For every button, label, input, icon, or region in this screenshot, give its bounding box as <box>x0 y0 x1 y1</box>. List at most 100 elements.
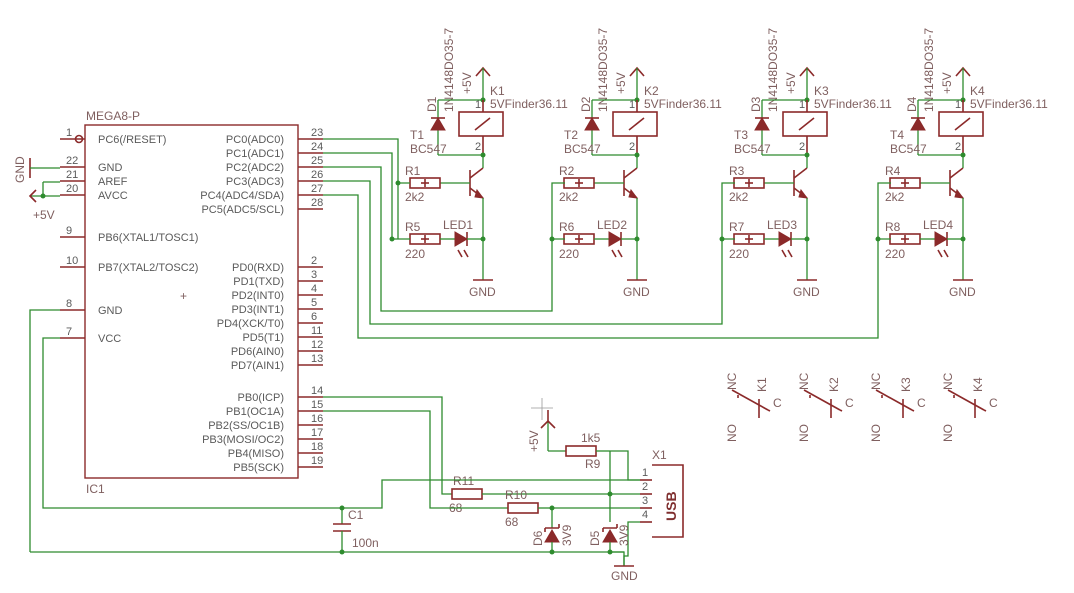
ic1-pin-num: 5 <box>311 297 317 309</box>
ic1-pin-label: PC5(ADC5/SCL) <box>201 204 284 216</box>
ic1-pin-label: GND <box>98 305 123 317</box>
ic1-pin-label: PD3(INT1) <box>231 304 284 316</box>
usb-pin-4: 4 <box>642 509 648 521</box>
vcc-label: +5V <box>614 72 628 94</box>
contact-switch <box>803 389 841 411</box>
ic1-pin-num: 10 <box>66 255 78 267</box>
relay-pin-1: 1 <box>629 99 635 111</box>
ic1-name: IC1 <box>86 482 105 496</box>
contact-switch <box>875 389 913 411</box>
ic1-value: MEGA8-P <box>86 109 140 123</box>
relay-name: K2 <box>644 84 659 98</box>
diode-name: D1 <box>425 96 439 112</box>
ic1-pin-num: 9 <box>66 225 72 237</box>
relay-pin-1: 1 <box>799 99 805 111</box>
c1-capacitor <box>333 523 351 532</box>
ic1-pin-num: 18 <box>311 441 323 453</box>
relay-value: 5VFinder36.11 <box>490 97 568 111</box>
ic1-pin-num: 13 <box>311 353 323 365</box>
led <box>608 231 622 247</box>
ic1-mega8: MEGA8-P IC1 + 1PC6(/RESET)22GND21AREF20A… <box>60 109 323 496</box>
usb-pin-1: 1 <box>642 467 648 479</box>
c1-name: C1 <box>348 508 364 522</box>
contact-no: NO <box>797 424 811 442</box>
contact-nc: NC <box>941 372 955 390</box>
transistor-value: BC547 <box>410 142 447 156</box>
r9-resistor <box>565 445 597 457</box>
vcc-label-left: +5V <box>33 208 55 222</box>
r10-value: 68 <box>505 515 519 529</box>
relay-coil <box>938 111 984 137</box>
diode-value: 1N4148DO35-7 <box>442 28 456 112</box>
ic1-pin-label: PC1(ADC1) <box>226 148 284 160</box>
relay-coil <box>782 111 828 137</box>
d6-value: 3V9 <box>560 524 574 546</box>
base-resistor-name: R4 <box>885 164 901 178</box>
d5-name: D5 <box>588 530 602 546</box>
ic1-pin-label: PB0(ICP) <box>238 392 284 404</box>
diode-name: D3 <box>749 96 763 112</box>
ic1-pin-label: AREF <box>98 176 128 188</box>
wire-pc3-ch4 <box>323 194 891 339</box>
base-resistor-value: 2k2 <box>729 190 749 204</box>
led-name: LED1 <box>443 218 473 232</box>
vcc-label-usb: +5V <box>527 430 541 452</box>
led-name: LED3 <box>767 218 797 232</box>
diode-value: 1N4148DO35-7 <box>596 28 610 112</box>
diode-name: D2 <box>579 96 593 112</box>
ic1-pin-num: 27 <box>311 183 323 195</box>
contact-c: C <box>917 396 926 410</box>
ic1-pin-num: 15 <box>311 399 323 411</box>
ic1-pin-label: AVCC <box>98 190 128 202</box>
d5-value: 3V9 <box>617 524 631 546</box>
r10-name: R10 <box>505 488 527 502</box>
r11-resistor <box>451 488 483 500</box>
ic1-pin-label: PD4(XCK/T0) <box>217 318 284 330</box>
ic1-supply-left: GND +5V <box>13 156 60 222</box>
relay-pin-1: 1 <box>955 99 961 111</box>
flyback-diode <box>754 117 770 131</box>
diode-value: 1N4148DO35-7 <box>766 28 780 112</box>
led-resistor-value: 220 <box>405 247 425 261</box>
ic1-to-channel-wiring <box>323 138 891 339</box>
d6-zener <box>544 529 560 543</box>
contact-c: C <box>845 396 854 410</box>
r11-name: R11 <box>453 474 474 488</box>
ic1-right-pins: 23PC0(ADC0)24PC1(ADC1)25PC2(ADC2)26PC3(A… <box>200 127 323 474</box>
relay-name: K4 <box>970 84 985 98</box>
ic1-pin-num: 12 <box>311 339 323 351</box>
contact-name: K1 <box>755 377 769 392</box>
usb-connector-body <box>652 464 684 538</box>
ic1-pin-num: 25 <box>311 155 323 167</box>
relay-pin-2: 2 <box>629 141 635 153</box>
relay-coil <box>458 111 504 137</box>
contact-no: NO <box>869 424 883 442</box>
base-resistor-name: R2 <box>559 164 575 178</box>
d6-name: D6 <box>531 530 545 546</box>
relay-coil <box>612 111 658 137</box>
contact-switch <box>731 389 769 411</box>
ic1-left-pins: 1PC6(/RESET)22GND21AREF20AVCC9PB6(XTAL1/… <box>60 127 198 345</box>
ic1-origin-mark: + <box>180 289 187 303</box>
transistor-name: T4 <box>890 128 904 142</box>
led-resistor-value: 220 <box>885 247 905 261</box>
contact-name: K3 <box>899 377 913 392</box>
relay-pin-1: 1 <box>475 99 481 111</box>
ic1-pin-num: 28 <box>311 197 323 209</box>
led-resistor-name: R5 <box>405 220 421 234</box>
ic1-pin-num: 8 <box>66 298 72 310</box>
ic1-pin-num: 20 <box>66 183 78 195</box>
transistor-name: T1 <box>410 128 424 142</box>
gnd-label: GND <box>623 285 650 299</box>
ic1-pin-label: PB2(SS/OC1B) <box>208 420 284 432</box>
d5-zener <box>602 529 618 543</box>
contact-c: C <box>773 396 782 410</box>
flyback-diode <box>910 117 926 131</box>
transistor-value: BC547 <box>890 142 927 156</box>
wire-pc2-ch3 <box>323 180 735 325</box>
r10-resistor <box>507 502 539 514</box>
